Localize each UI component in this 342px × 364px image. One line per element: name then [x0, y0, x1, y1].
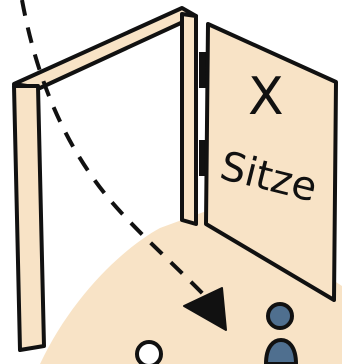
- person-dark-head: [268, 304, 292, 328]
- door-frame-left-post: [14, 86, 44, 350]
- door-frame-lintel: [14, 8, 196, 88]
- person-dark-body: [266, 340, 296, 364]
- person-light-head: [137, 342, 161, 364]
- door-mark: X: [248, 67, 284, 127]
- door-frame-right-post: [182, 14, 196, 224]
